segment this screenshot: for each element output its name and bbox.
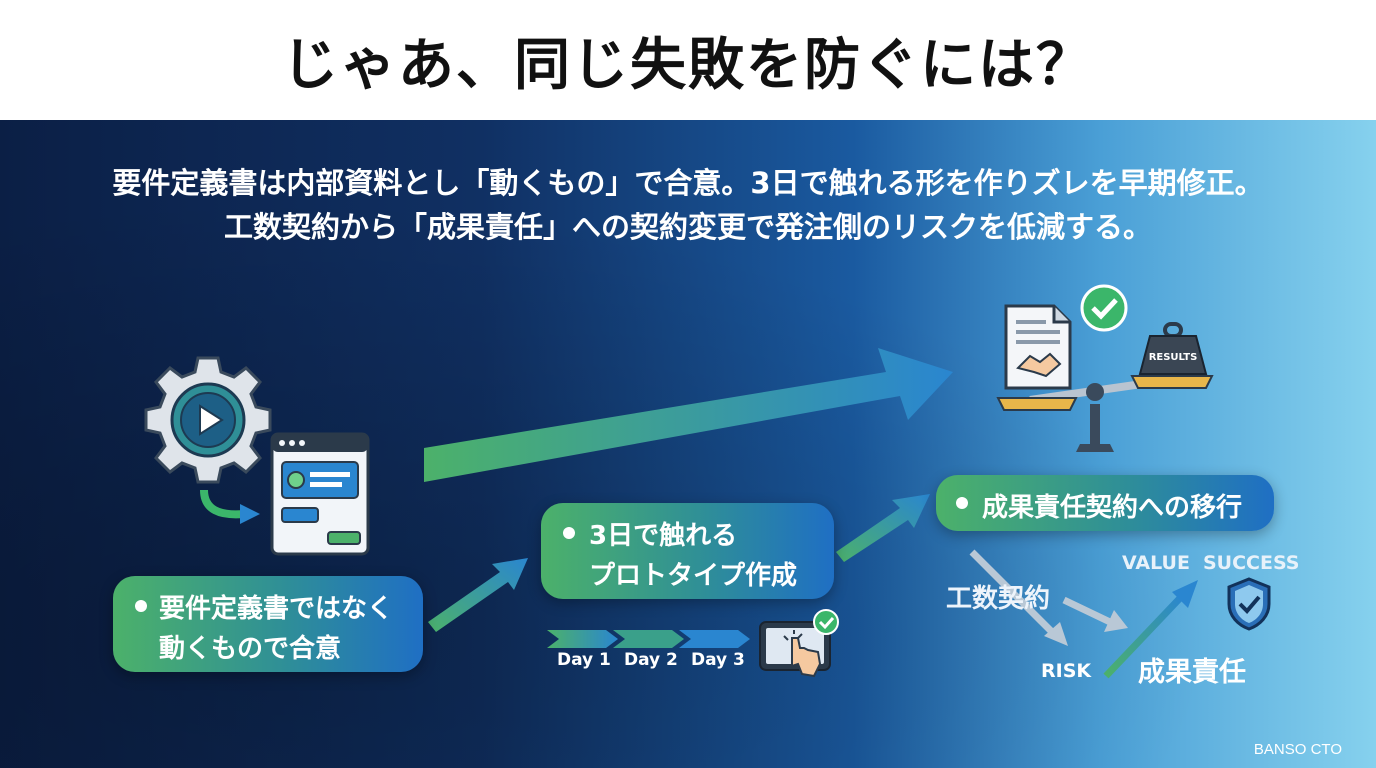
flow-arrows — [424, 348, 1198, 679]
step-2-line-1: 3日で触れる — [589, 521, 738, 551]
step-2-bubble: 3日で触れる プロトタイプ作成 — [541, 503, 834, 599]
main-panel: 要件定義書は内部資料とし「動くもの」で合意。3日で触れる形を作りズレを早期修正。… — [0, 120, 1376, 768]
big-arrow — [424, 348, 953, 482]
step-1-line-2: 動くもので合意 — [159, 634, 342, 664]
bullet-dot — [563, 527, 575, 539]
day-2-label: Day 2 — [624, 650, 678, 670]
step-1-line-1: 要件定義書ではなく — [159, 594, 394, 624]
credit-label: BANSO CTO — [1253, 741, 1342, 758]
day-timeline — [547, 630, 750, 648]
arrow-step1-to-step2 — [428, 558, 528, 632]
risk-label: RISK — [1041, 660, 1092, 682]
success-label: SUCCESS — [1203, 552, 1300, 574]
gear-play-icon — [144, 356, 370, 556]
day-3-label: Day 3 — [691, 650, 745, 670]
page-title: じゃあ、同じ失敗を防ぐには？ — [282, 32, 1094, 98]
step-3-line-1: 成果責任契約への移行 — [982, 493, 1243, 523]
shield-check-icon — [1227, 577, 1271, 631]
step-3-bubble: 成果責任契約への移行 — [936, 475, 1274, 531]
bullet-dot — [956, 497, 968, 509]
value-label: VALUE — [1122, 552, 1190, 574]
outcome-responsibility-label: 成果責任 — [1138, 657, 1246, 688]
risk-arrow — [969, 549, 1055, 635]
tablet-touch-icon — [759, 609, 839, 678]
balance-scale-icon: RESULTS — [996, 284, 1214, 452]
bullet-dot — [135, 600, 147, 612]
step-1-bubble: 要件定義書ではなく 動くもので合意 — [113, 576, 423, 672]
subtitle-line-1: 要件定義書は内部資料とし「動くもの」で合意。3日で触れる形を作りズレを早期修正。 — [112, 166, 1264, 200]
step-2-line-2: プロトタイプ作成 — [589, 561, 798, 591]
arrow-step2-to-step3 — [836, 494, 930, 562]
header: じゃあ、同じ失敗を防ぐには？ — [0, 0, 1376, 120]
koshu-arrow — [1062, 596, 1112, 626]
day-1-label: Day 1 — [557, 650, 611, 670]
subtitle-line-2: 工数契約から「成果責任」への契約変更で発注側のリスクを低減する。 — [223, 210, 1152, 244]
labor-contract-label: 工数契約 — [946, 584, 1051, 614]
value-up-arrow — [1103, 593, 1185, 679]
weight-label: RESULTS — [1149, 352, 1198, 363]
